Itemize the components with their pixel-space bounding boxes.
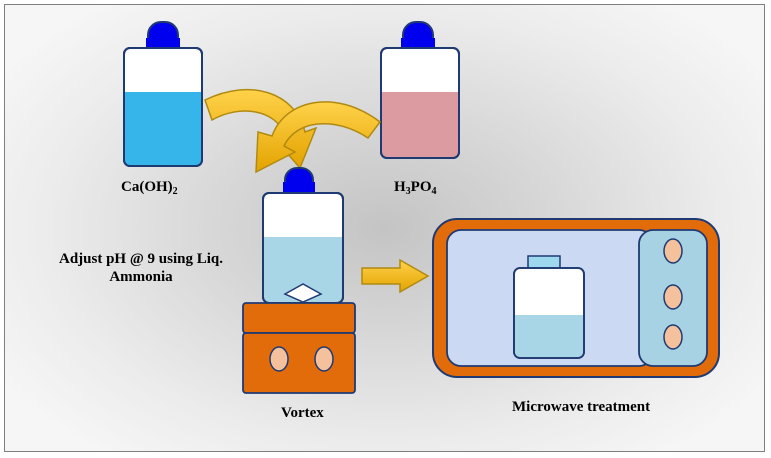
stir-bar-icon bbox=[283, 283, 323, 303]
straight-arrow-icon bbox=[361, 258, 430, 294]
vortex-knob-left-icon bbox=[269, 346, 289, 372]
caoh2-label: Ca(OH)2 bbox=[121, 179, 178, 197]
caoh2-liquid bbox=[125, 92, 201, 165]
h3po4-label: H3PO4 bbox=[394, 179, 437, 197]
microwave-bottle bbox=[513, 255, 585, 359]
microwave-oven bbox=[432, 218, 720, 378]
microwave-label: Microwave treatment bbox=[512, 399, 651, 415]
h3po4-bottle bbox=[380, 21, 460, 159]
microwave-knob-2-icon bbox=[663, 284, 683, 310]
curved-arrow-right-icon bbox=[255, 101, 382, 174]
microwave-knob-3-icon bbox=[663, 324, 683, 350]
vortex-label: Vortex bbox=[281, 405, 324, 421]
reaction-bottle bbox=[262, 167, 344, 304]
adjust-ph-label: Adjust pH @ 9 using Liq. Ammonia bbox=[32, 250, 250, 286]
adjust-ph-line-1: Adjust pH @ 9 using Liq. bbox=[58, 251, 223, 267]
reaction-liquid bbox=[264, 237, 342, 302]
caoh2-bottle bbox=[123, 21, 203, 167]
adjust-ph-line-2: Ammonia bbox=[109, 269, 173, 285]
h3po4-liquid bbox=[382, 92, 458, 157]
vortex-knob-right-icon bbox=[314, 346, 334, 372]
vortex-mixer bbox=[242, 302, 356, 394]
microwave-knob-1-icon bbox=[663, 238, 683, 264]
